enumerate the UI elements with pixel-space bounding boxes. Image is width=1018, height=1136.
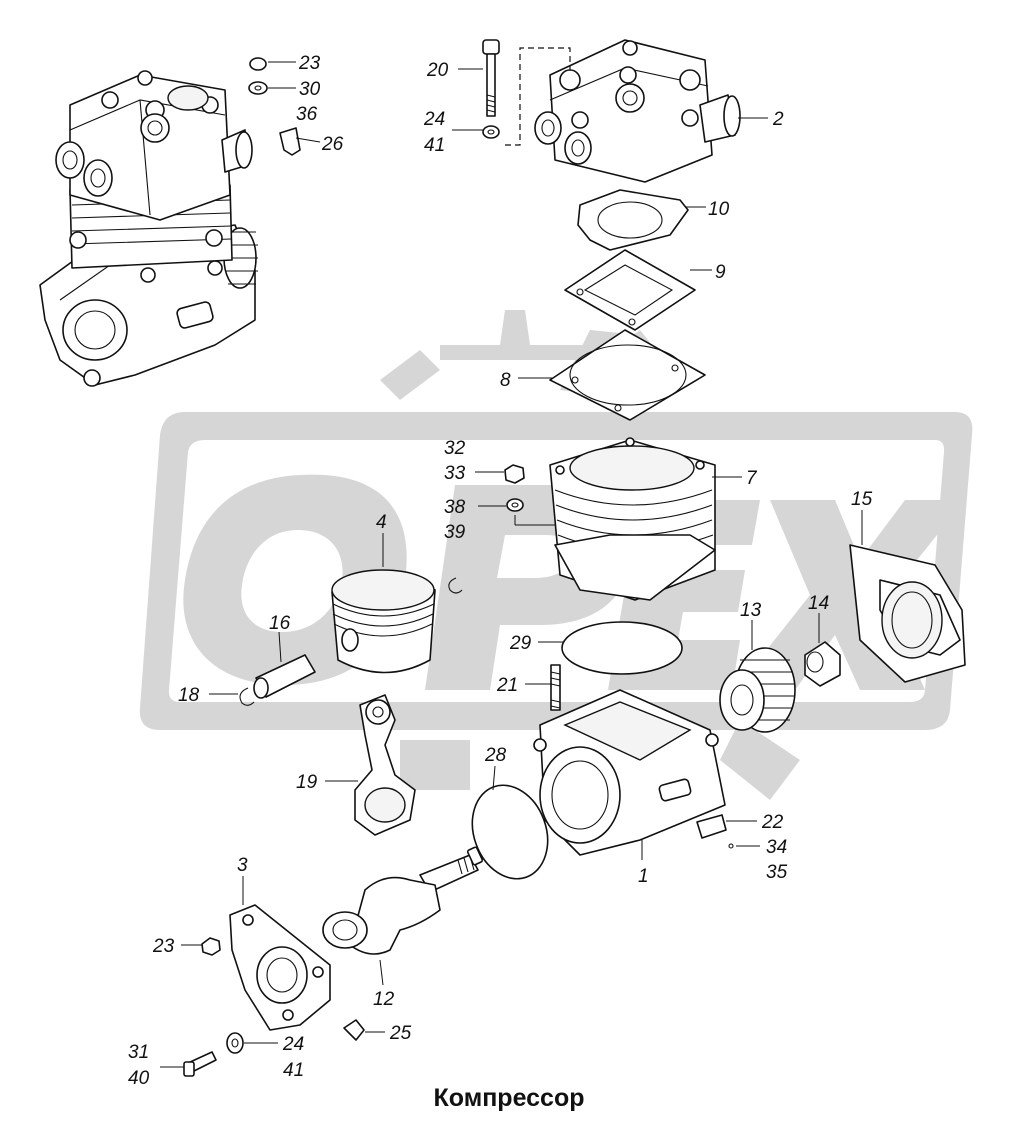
washer-part-38 xyxy=(506,498,524,512)
callout-12: 12 xyxy=(373,989,395,1010)
callout-18: 18 xyxy=(178,685,200,706)
callout-16: 16 xyxy=(269,613,291,634)
clip-part-26 xyxy=(279,127,301,156)
bolt-part-31 xyxy=(183,1051,217,1077)
diagram-caption: Компрессор xyxy=(433,1084,585,1112)
cylinder-part-7 xyxy=(549,437,716,601)
cover-part-3 xyxy=(229,904,331,1031)
nut-part-23-top xyxy=(249,57,267,71)
callout-4: 4 xyxy=(376,512,387,533)
gasket-part-8 xyxy=(549,329,706,421)
gasket-part-10 xyxy=(577,189,689,251)
callout-9: 9 xyxy=(715,262,726,283)
callout-8: 8 xyxy=(500,370,511,391)
crankshaft-part-12 xyxy=(322,846,484,955)
washer-part-24-bottom xyxy=(226,1032,244,1054)
callout-3: 3 xyxy=(237,855,248,876)
callout-24-bottom: 24 xyxy=(282,1034,304,1055)
callout-40: 40 xyxy=(128,1068,150,1089)
callout-23-top: 23 xyxy=(298,53,321,74)
callout-26: 26 xyxy=(321,134,344,155)
washer-part-24-top xyxy=(482,125,500,139)
callout-41-top: 41 xyxy=(424,135,445,156)
watermark-letter-x xyxy=(735,500,965,690)
callout-29: 29 xyxy=(509,633,532,654)
assembled-compressor xyxy=(39,70,258,387)
callout-23-bottom: 23 xyxy=(152,936,175,957)
plate-part-22 xyxy=(696,814,727,839)
callout-19: 19 xyxy=(296,772,318,793)
assembly-bracket xyxy=(505,47,571,146)
gear-part-13 xyxy=(719,647,796,733)
leader-lines xyxy=(160,61,863,1068)
nut-part-14 xyxy=(804,641,841,687)
callout-35: 35 xyxy=(766,862,788,883)
callout-22: 22 xyxy=(761,812,784,833)
callout-13: 13 xyxy=(740,600,762,621)
callout-36: 36 xyxy=(296,104,318,125)
callout-41-bottom: 41 xyxy=(283,1060,304,1081)
callout-34: 34 xyxy=(766,837,787,858)
callout-25: 25 xyxy=(389,1023,412,1044)
flange-part-15 xyxy=(849,544,966,683)
stud-part-21 xyxy=(550,664,561,711)
nut-part-23-bottom xyxy=(201,937,221,956)
callout-1: 1 xyxy=(638,866,649,887)
callout-15: 15 xyxy=(851,489,873,510)
connecting-rod-part-19 xyxy=(354,694,416,836)
cylinder-head-part-2 xyxy=(534,39,741,183)
circlip-part-18 xyxy=(239,687,255,706)
callout-21: 21 xyxy=(496,675,518,696)
callout-39: 39 xyxy=(444,522,466,543)
o-ring-part-29 xyxy=(561,621,683,675)
callout-7: 7 xyxy=(746,468,758,489)
crankcase-part-1 xyxy=(533,689,726,856)
callout-28: 28 xyxy=(484,745,507,766)
callout-10: 10 xyxy=(708,199,730,220)
callout-30: 30 xyxy=(299,79,321,100)
callout-20: 20 xyxy=(426,60,449,81)
callout-38: 38 xyxy=(444,497,466,518)
circlip-part-39 xyxy=(448,577,463,594)
clip-part-25 xyxy=(343,1019,365,1041)
callout-32: 32 xyxy=(444,438,466,459)
callout-31: 31 xyxy=(128,1042,149,1063)
washer-part-30 xyxy=(248,81,268,95)
nut-part-33 xyxy=(504,464,525,484)
rivet-part-34 xyxy=(728,843,734,849)
callout-labels: 23 30 36 26 20 24 41 2 10 9 8 32 33 7 38… xyxy=(128,53,873,1089)
callout-2: 2 xyxy=(772,109,784,130)
piston-pin-part-16 xyxy=(253,654,316,699)
bolt-part-20 xyxy=(482,39,500,117)
piston-part-4 xyxy=(331,569,436,674)
gasket-part-9 xyxy=(564,249,696,331)
callout-33: 33 xyxy=(444,463,466,484)
callout-24-top: 24 xyxy=(423,109,445,130)
callout-14: 14 xyxy=(808,593,829,614)
